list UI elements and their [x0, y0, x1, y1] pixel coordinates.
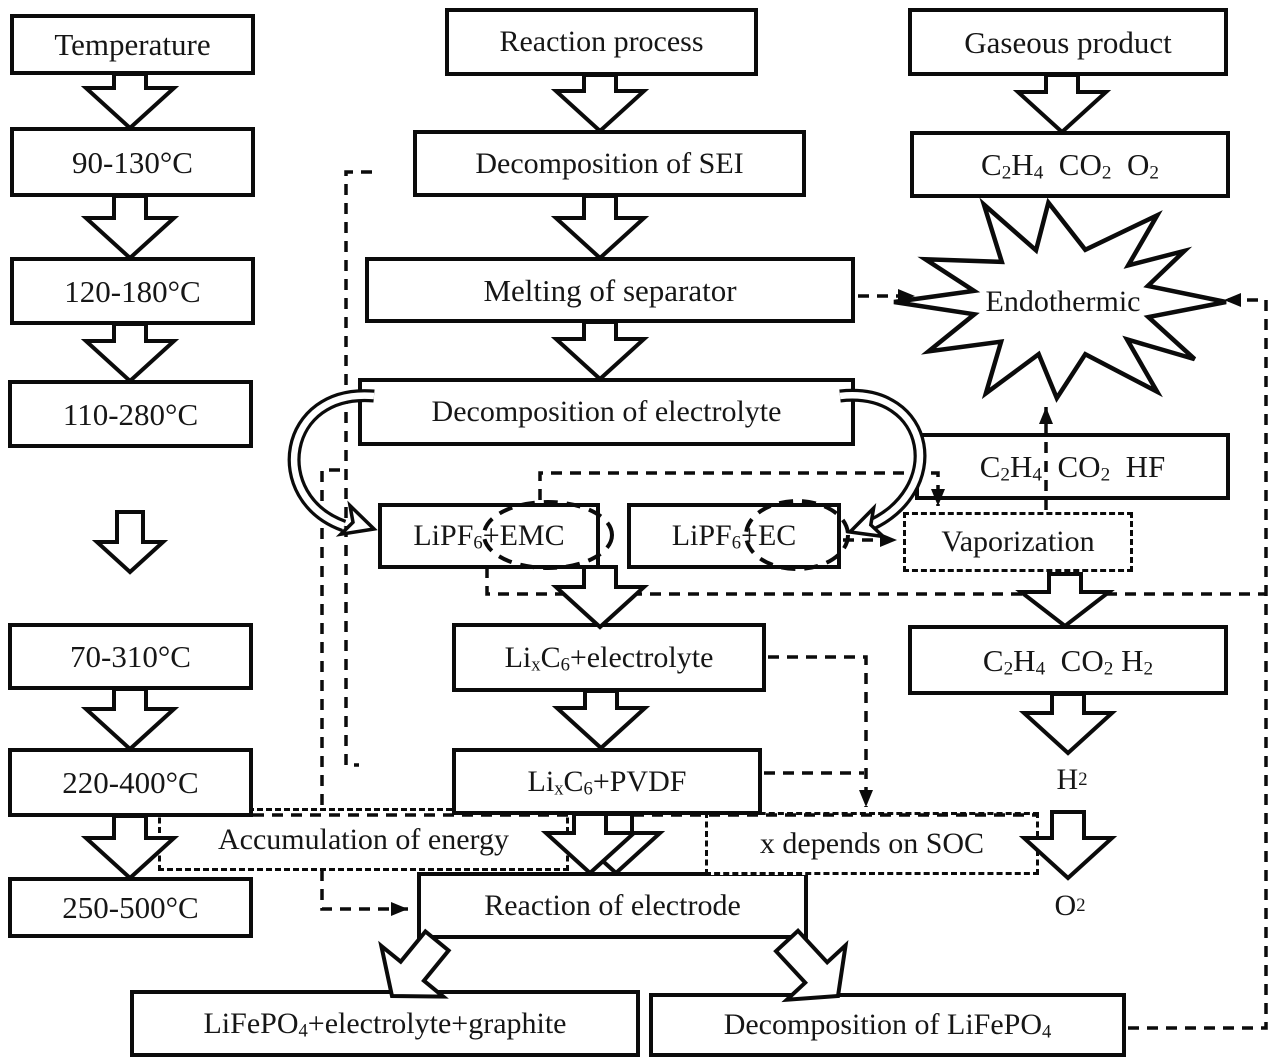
block-arrow: [80, 72, 180, 131]
block-arrow: [550, 73, 650, 134]
lifepo4-endothermic-dashed-line-head: [1224, 293, 1241, 307]
electrolyte-to-emc-curved-arrow-inner: [290, 392, 375, 530]
electrolyte-to-ec-curved-arrow-inner: [839, 392, 924, 530]
block-arrow: [80, 687, 180, 752]
lixc6-soc-dashed-line-head: [859, 790, 873, 807]
diagonal-block-arrow: [378, 928, 452, 999]
block-arrow: [80, 322, 180, 384]
block-arrow: [1018, 810, 1118, 881]
block-arrow: [1012, 73, 1112, 135]
separator-endothermic-dashed-arrow-head: [898, 289, 915, 303]
endothermic-starburst: [893, 197, 1227, 403]
endothermic-label: Endothermic: [985, 285, 1141, 318]
diagonal-block-arrow: [773, 927, 849, 1003]
block-arrow: [80, 814, 180, 881]
block-arrow: [551, 689, 651, 751]
electrolyte-to-ec-curved-arrow-head: [846, 502, 889, 539]
block-arrow: [80, 194, 180, 261]
vaporization-endothermic-dashed-arrow-head: [1039, 407, 1053, 424]
emc-vaporization-dashed-line-head: [931, 489, 945, 506]
emc-gas-dashed-line: [485, 567, 1266, 596]
block-arrow: [550, 565, 650, 630]
block-arrow: [1018, 692, 1118, 756]
lifepo4-endothermic-dashed-line: [1128, 298, 1268, 1030]
electrolyte-reaction-dashed-line: [320, 468, 408, 911]
emc-dashed-oval: [482, 500, 614, 570]
lixc6-soc-dashed-line: [768, 655, 868, 807]
block-arrow: [91, 510, 169, 575]
ec-dashed-oval: [744, 499, 850, 571]
electrolyte-to-emc-curved-arrow-head: [335, 500, 378, 537]
block-arrow: [550, 320, 650, 382]
electrolyte-reaction-dashed-line-head: [391, 902, 408, 916]
block-arrow: [1015, 572, 1115, 629]
block-arrow: [550, 194, 650, 261]
block-arrow: [540, 812, 640, 876]
